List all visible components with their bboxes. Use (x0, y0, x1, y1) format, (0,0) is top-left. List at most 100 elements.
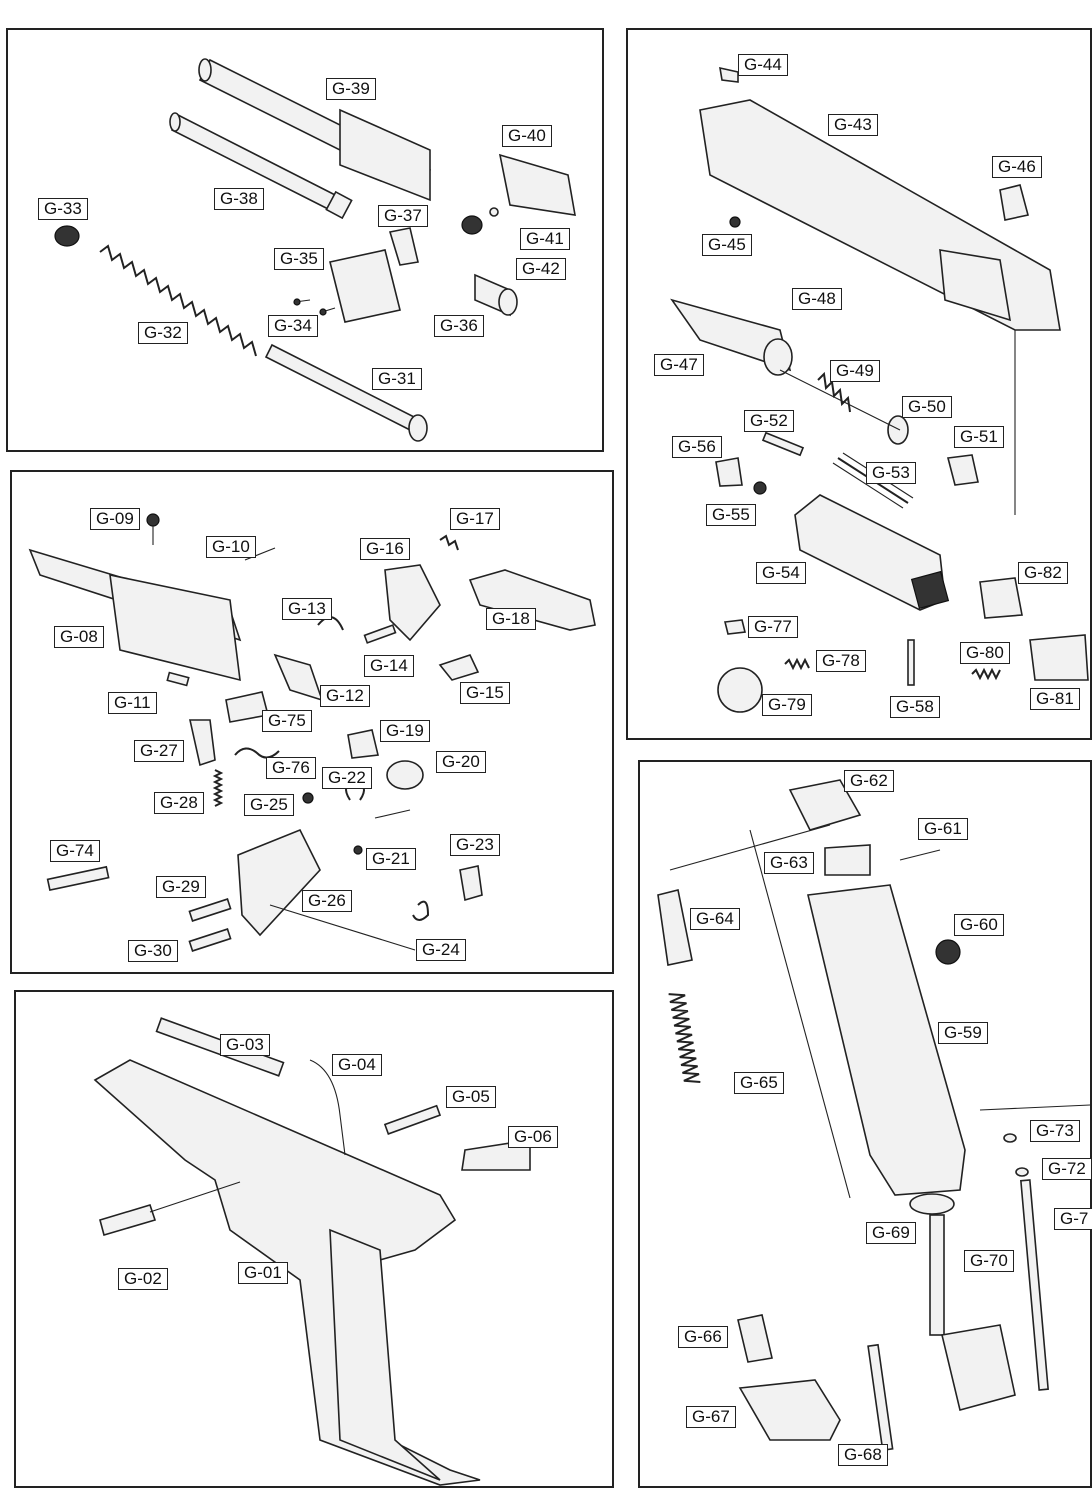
label-g19: G-19 (380, 720, 430, 742)
label-g25: G-25 (244, 794, 294, 816)
label-g16: G-16 (360, 538, 410, 560)
label-g11: G-11 (108, 692, 157, 714)
base-plate-drawing (738, 1379, 841, 1441)
sear-drawing (438, 654, 480, 681)
label-g42: G-42 (516, 258, 566, 280)
label-g30: G-30 (128, 940, 178, 962)
barrel-bushing-drawing (474, 273, 518, 317)
slide-drawing (699, 99, 1061, 331)
magazine-lip-drawing (788, 779, 862, 831)
label-g60: G-60 (954, 914, 1004, 936)
label-g29: G-29 (156, 876, 206, 898)
label-g35: G-35 (274, 248, 324, 270)
label-g61: G-61 (918, 818, 968, 840)
trigger-bar-drawing (273, 564, 596, 702)
label-g05: G-05 (446, 1086, 496, 1108)
label-g20: G-20 (436, 751, 486, 773)
label-g04: G-04 (332, 1054, 382, 1076)
label-g82: G-82 (1018, 562, 1068, 584)
label-g68: G-68 (838, 1444, 888, 1466)
magazine-body-drawing (807, 884, 966, 1196)
label-g79: G-79 (762, 694, 812, 716)
piston-cup-drawing (887, 415, 909, 445)
label-g36: G-36 (434, 315, 484, 337)
fill-valve-drawing (935, 939, 961, 965)
label-g51: G-51 (954, 426, 1004, 448)
rail-screw-drawing (146, 513, 160, 527)
label-g74: G-74 (50, 840, 100, 862)
pin-drawing (724, 619, 746, 635)
label-g39: G-39 (326, 78, 376, 100)
oring-drawing (909, 1193, 955, 1215)
label-g23: G-23 (450, 834, 500, 856)
magazine-catch-drawing (99, 1204, 157, 1236)
label-g44: G-44 (738, 54, 788, 76)
spring-plate-drawing (737, 1314, 773, 1363)
label-g75: G-75 (262, 710, 312, 732)
label-g77: G-77 (748, 616, 798, 638)
label-g12: G-12 (320, 685, 370, 707)
label-g38: G-38 (214, 188, 264, 210)
valve-base-drawing (941, 1324, 1016, 1411)
label-g45: G-45 (702, 234, 752, 256)
label-g59: G-59 (938, 1022, 988, 1044)
screw-rod-drawing (867, 1343, 894, 1452)
label-g62: G-62 (844, 770, 894, 792)
label-g21: G-21 (366, 848, 416, 870)
label-g73: G-73 (1030, 1120, 1080, 1142)
inner-barrel-drawing (169, 112, 353, 220)
label-g52: G-52 (744, 410, 794, 432)
nozzle-valve-drawing (946, 454, 979, 486)
valve-tube-drawing (929, 1214, 945, 1336)
label-g69: G-69 (866, 1222, 916, 1244)
slide-block-drawing (1029, 634, 1089, 681)
label-g10: G-10 (206, 536, 256, 558)
label-g50: G-50 (902, 396, 952, 418)
label-g40: G-40 (502, 125, 552, 147)
label-g49: G-49 (830, 360, 880, 382)
label-g46: G-46 (992, 156, 1042, 178)
trigger-housing-drawing (237, 828, 321, 937)
hop-up-chamber-drawing (329, 153, 576, 323)
recoil-spring-drawing (99, 244, 257, 357)
long-rod-drawing (1019, 1179, 1049, 1391)
cylinder-clip-drawing (979, 577, 1023, 619)
label-g66: G-66 (678, 1326, 728, 1348)
label-g80: G-80 (960, 642, 1010, 664)
blowback-cap-drawing (715, 457, 743, 487)
label-g64: G-64 (690, 908, 740, 930)
label-g63: G-63 (764, 852, 814, 874)
label-g09: G-09 (90, 508, 140, 530)
label-g71: G-7 (1054, 1208, 1092, 1230)
label-g78: G-78 (816, 650, 866, 672)
blowback-housing-drawing (794, 494, 950, 611)
label-g26: G-26 (302, 890, 352, 912)
label-g22: G-22 (322, 767, 372, 789)
label-g34: G-34 (268, 315, 318, 337)
label-g13: G-13 (282, 598, 332, 620)
hammer-drawing (347, 729, 379, 759)
label-g06: G-06 (508, 1126, 558, 1148)
rear-sight-drawing (999, 184, 1029, 221)
label-g47: G-47 (654, 354, 704, 376)
panel-slide-assembly (626, 28, 1092, 740)
label-g67: G-67 (686, 1406, 736, 1428)
label-g24: G-24 (416, 939, 466, 961)
label-g15: G-15 (460, 682, 510, 704)
label-g76: G-76 (266, 757, 316, 779)
label-g81: G-81 (1030, 688, 1080, 710)
hammer-strut-drawing (459, 865, 483, 902)
nozzle-drawing (670, 298, 793, 376)
guide-rod-drawing (264, 343, 428, 442)
label-g33: G-33 (38, 198, 88, 220)
label-g31: G-31 (372, 368, 422, 390)
label-g28: G-28 (154, 792, 204, 814)
label-g01: G-01 (238, 1262, 288, 1284)
label-g54: G-54 (756, 562, 806, 584)
label-g72: G-72 (1042, 1158, 1092, 1180)
hop-up-oring-drawing (489, 207, 499, 217)
label-g37: G-37 (378, 205, 428, 227)
label-g55: G-55 (706, 504, 756, 526)
label-g27: G-27 (134, 740, 184, 762)
